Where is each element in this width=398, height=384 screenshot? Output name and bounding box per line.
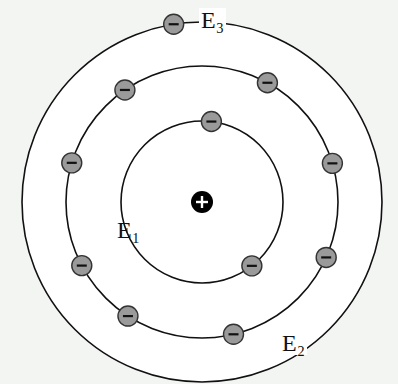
middle-orbit	[66, 66, 338, 338]
electron	[316, 247, 336, 267]
minus-sign	[247, 265, 257, 267]
electron	[201, 112, 221, 132]
nucleus-body	[191, 191, 213, 213]
minus-sign	[67, 162, 77, 164]
electron	[115, 80, 135, 100]
minus-sign	[229, 333, 239, 335]
minus-sign	[321, 256, 331, 258]
minus-sign	[169, 23, 179, 25]
minus-sign	[123, 315, 133, 317]
nucleus	[191, 191, 213, 213]
electron	[118, 306, 138, 326]
energy-level-label: E₃	[199, 8, 226, 32]
inner-orbit	[121, 121, 283, 283]
minus-sign	[206, 120, 216, 122]
plus-sign	[201, 196, 203, 208]
minus-sign	[327, 162, 337, 164]
outer-orbit	[22, 22, 382, 382]
electron	[62, 153, 82, 173]
energy-level-label: E₁	[117, 218, 140, 242]
electrons	[62, 14, 343, 344]
minus-sign	[77, 264, 87, 266]
minus-sign	[262, 82, 272, 84]
electron	[242, 256, 262, 276]
electron	[224, 324, 244, 344]
minus-sign	[120, 89, 130, 91]
electron	[257, 73, 277, 93]
electron	[164, 14, 184, 34]
electron	[322, 153, 342, 173]
energy-level-label: E₂	[280, 331, 307, 355]
electron	[72, 256, 92, 276]
